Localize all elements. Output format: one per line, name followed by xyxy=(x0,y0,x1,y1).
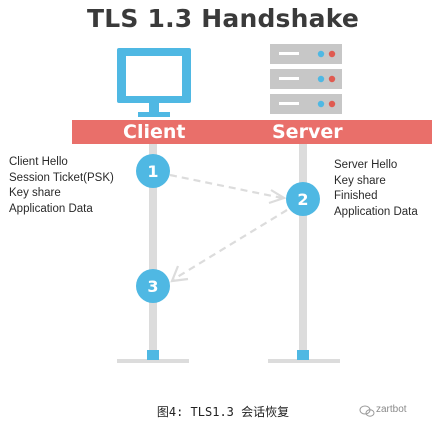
client-message: Session Ticket(PSK) xyxy=(9,171,114,184)
client-lane-label: Client xyxy=(123,121,186,143)
wechat-icon xyxy=(359,405,375,417)
client-message: Client Hello xyxy=(9,156,68,168)
arrow-server-to-client xyxy=(170,209,288,283)
client-lifeline-base xyxy=(117,350,189,363)
step-2-label: 2 xyxy=(297,190,308,209)
step-2-marker xyxy=(286,182,320,216)
step-3-marker xyxy=(136,269,170,303)
step-1-marker xyxy=(136,154,170,188)
watermark-label: zartbot xyxy=(376,404,407,415)
arrow-client-to-server xyxy=(169,173,287,205)
server-message: Key share xyxy=(334,174,386,187)
server-lifeline xyxy=(299,144,307,352)
client-message: Application Data xyxy=(9,202,93,215)
client-message: Key share xyxy=(9,187,61,199)
monitor-icon xyxy=(117,48,191,117)
server-message-list: Server Hello Key share Finished Applicat… xyxy=(334,158,418,220)
server-message: Server Hello xyxy=(334,159,398,171)
step-3-label: 3 xyxy=(147,277,158,296)
client-lifeline xyxy=(149,144,157,352)
diagram-title: TLS 1.3 Handshake xyxy=(86,4,360,33)
figure-caption: 图4: TLS1.3 会话恢复 xyxy=(156,405,290,419)
server-message: Application Data xyxy=(334,205,418,218)
client-message-list: Client Hello Session Ticket(PSK) Key sha… xyxy=(9,155,114,217)
server-message: Finished xyxy=(334,190,378,202)
server-lifeline-base xyxy=(268,350,340,363)
step-1-label: 1 xyxy=(147,162,158,181)
server-lane-label: Server xyxy=(272,121,343,143)
lane-header-bar xyxy=(72,120,432,144)
server-icon xyxy=(270,44,342,114)
